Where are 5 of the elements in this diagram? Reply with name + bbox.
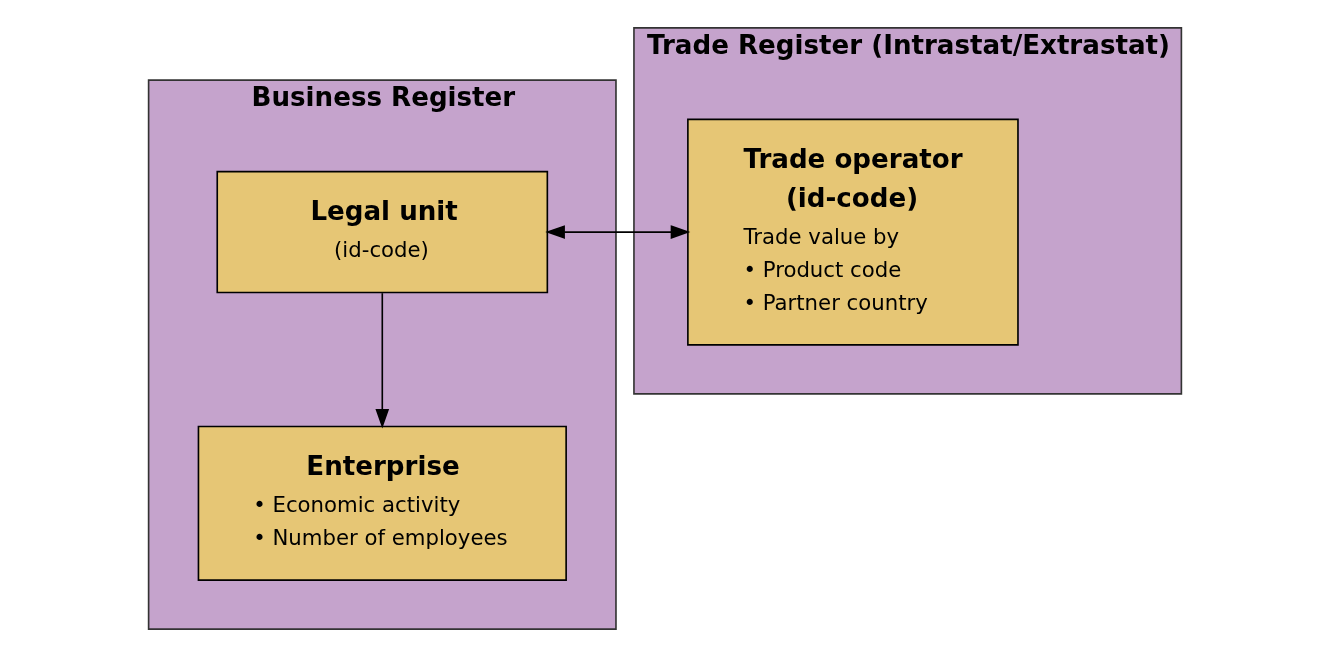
node-box: Legal unit (id-code) bbox=[216, 170, 549, 294]
node-box: Enterprise • Economic activity • Number of employees bbox=[197, 425, 567, 581]
arrow bbox=[545, 225, 691, 239]
node-box: Trade operator (id-code) Trade value by • Product code • Partner country bbox=[687, 118, 1019, 346]
arrow bbox=[375, 292, 390, 429]
